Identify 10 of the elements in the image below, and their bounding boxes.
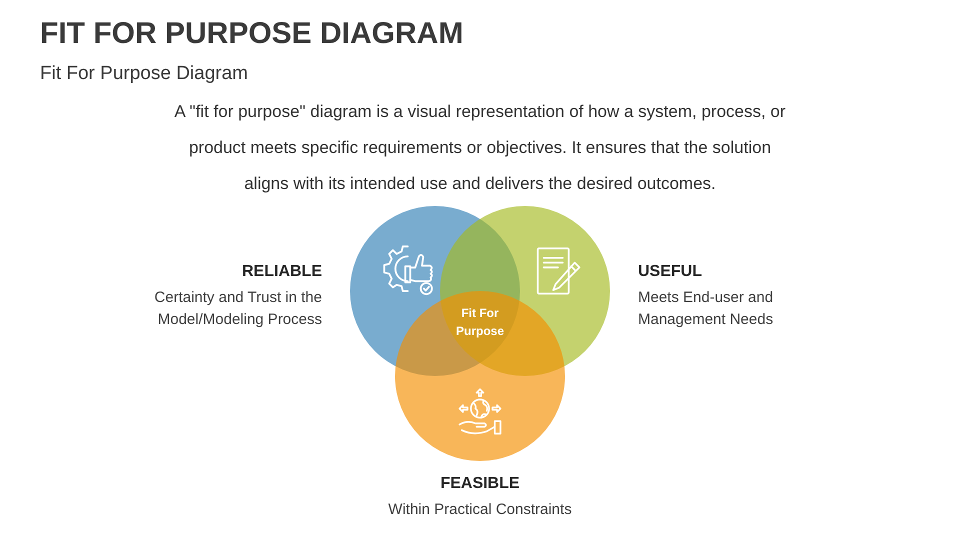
description-paragraph: A "fit for purpose" diagram is a visual representation of how a system, process, or product meets specific requirements or objectives. It ensures that the solution aligns with its intended use and delivers the desired outcomes.	[173, 101, 787, 195]
subtitle: Fit For Purpose Diagram	[40, 62, 248, 86]
circle-description: Meets End-user and Management Needs	[638, 288, 774, 330]
circle-heading: RELIABLE	[241, 262, 322, 282]
circle-description: Within Practical Constraints	[387, 500, 573, 520]
center-label: Fit For Purpose	[454, 305, 505, 340]
circle-description: Certainty and Trust in the Model/Modeling Process	[153, 288, 322, 330]
title: FIT FOR PURPOSE DIAGRAM	[40, 16, 464, 52]
circle-heading: USEFUL	[638, 262, 703, 282]
circle-heading: FEASIBLE	[439, 474, 521, 494]
